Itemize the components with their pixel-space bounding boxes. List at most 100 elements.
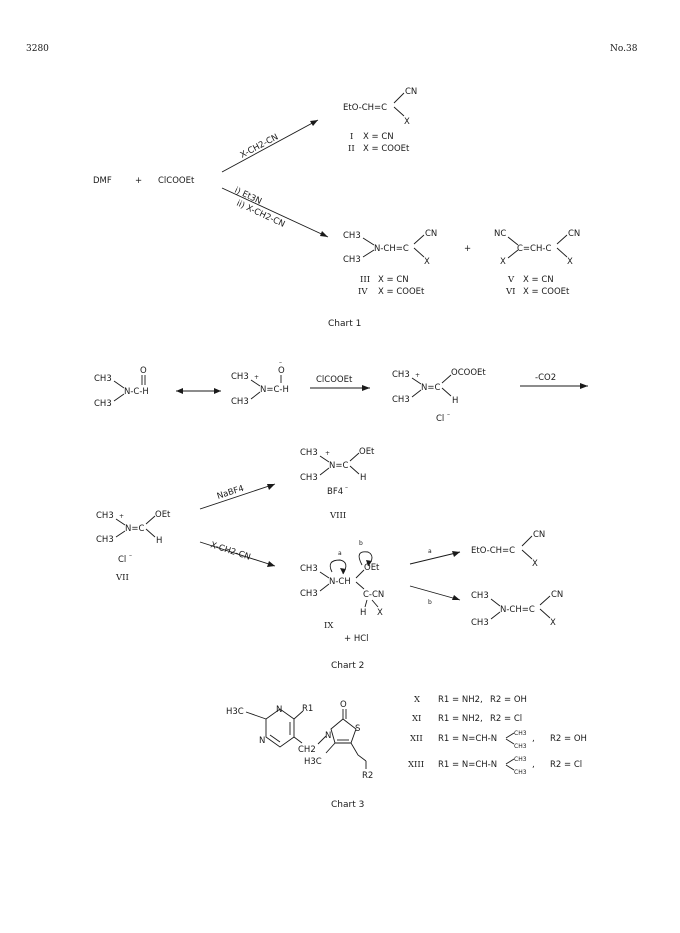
arrowhead (340, 568, 346, 574)
viii-core: N=C (329, 461, 348, 471)
arrowhead (267, 561, 275, 567)
bond (364, 599, 368, 608)
curved-arrow-a (329, 559, 347, 575)
ethyl-chain (350, 742, 367, 762)
upper-arrowhead (310, 120, 318, 126)
minus-charge: – (129, 552, 132, 559)
compound-label-ix: IX (324, 621, 334, 631)
definition-iv: X = COOEt (378, 287, 425, 297)
methyl-upper: CH3 (514, 756, 527, 763)
methylene-ch2: CH2 (298, 745, 316, 755)
reagent-xch2cn: X-CH2-CN (209, 540, 252, 562)
issue-number: No.38 (610, 44, 638, 54)
x-group: X (424, 257, 430, 267)
reactant-dmf: DMF (93, 176, 112, 186)
methyl-lower: CH3 (514, 769, 527, 776)
bond (507, 249, 519, 259)
methyl-upper: CH3 (231, 372, 249, 382)
ring-nitrogen: N (325, 731, 331, 741)
pathway-a-arrow (409, 551, 461, 565)
pathway-label-b: b (359, 540, 363, 547)
oxygen: O (278, 366, 285, 376)
methyl-lower: CH3 (300, 589, 318, 599)
bond (393, 92, 405, 104)
row-r2: R2 = Cl (490, 714, 522, 724)
x-group: X (404, 117, 410, 127)
arrowhead (452, 551, 460, 557)
resonance-arrowhead-left (176, 388, 183, 394)
ring-nitrogen: N (276, 705, 282, 715)
vii-core: N=C (125, 524, 144, 534)
row-r1: R1 = N=CH-N (438, 760, 497, 770)
cn-group: CN (533, 530, 545, 540)
reagent-clcooet: ClCOOEt (316, 375, 353, 385)
compound-label-i: I (350, 132, 353, 142)
definition-ii: X = COOEt (363, 144, 410, 154)
bond (355, 581, 365, 590)
row-label: X (414, 695, 421, 705)
minus-charge: – (447, 411, 450, 418)
bond (411, 377, 422, 385)
methyl-upper: CH3 (343, 231, 361, 241)
product-a: EtO-CH=C (471, 546, 515, 556)
bond (505, 732, 515, 739)
bond (539, 608, 551, 619)
bond (319, 571, 330, 579)
oet-group: OEt (155, 510, 171, 520)
tetrafluoroborate-anion: BF4 (327, 487, 343, 497)
nc-group: NC (494, 229, 506, 239)
methyl-upper: CH3 (471, 591, 489, 601)
bond (349, 452, 360, 462)
methyl-lower: CH3 (231, 397, 249, 407)
c-cn-group: C-CN (363, 590, 384, 600)
compound-label-iii: III (360, 275, 370, 285)
ring-sulfur: S (355, 724, 360, 734)
x-group: X (500, 257, 506, 267)
x-group: X (550, 618, 556, 628)
bond (505, 764, 515, 771)
bond (411, 389, 422, 398)
methyl-upper: CH3 (392, 370, 410, 380)
bond (441, 387, 452, 397)
definition-vi: X = COOEt (523, 287, 570, 297)
double-bond (269, 734, 281, 743)
lower-arrowhead (320, 231, 328, 237)
oet-group: OEt (359, 447, 375, 457)
bond (355, 569, 365, 579)
upper-reaction-arrow (221, 119, 319, 173)
bond (319, 467, 330, 476)
arrowhead (452, 595, 460, 600)
x-group: X (532, 559, 538, 569)
cn-group: CN (568, 229, 580, 239)
x-group: X (567, 257, 573, 267)
co2-loss: -CO2 (535, 373, 556, 383)
definition-iii: X = CN (378, 275, 409, 285)
curved-arrow-b (358, 551, 373, 567)
ococoet-group: OCOOEt (451, 368, 486, 378)
bond (113, 380, 125, 389)
bond (325, 742, 336, 754)
bond (317, 735, 327, 745)
methyl-lower: CH3 (471, 618, 489, 628)
bond (362, 249, 375, 258)
oxygen: O (140, 366, 147, 376)
bond (145, 528, 156, 538)
product-i-ii: EtO-CH=C (343, 103, 387, 113)
bond (113, 393, 125, 402)
compound-label-viii: VIII (329, 511, 346, 521)
compound-label-iv: IV (358, 287, 368, 297)
lower-reaction-arrow (221, 187, 329, 238)
pathway-label-a: a (338, 550, 342, 557)
carbonyl-oxygen: O (340, 700, 347, 710)
compound-label-vii: VII (115, 573, 129, 583)
bond (490, 598, 501, 607)
chart-1: DMF + ClCOOEt X-CH2-CN i) Et3N ii) X-CH2… (93, 87, 580, 329)
bond (349, 465, 360, 475)
methyl-lower: CH3 (514, 743, 527, 750)
row-r1: R1 = N=CH-N (438, 734, 497, 744)
pathway-b-arrow (409, 585, 461, 601)
bond (393, 106, 405, 117)
row-label: XI (412, 714, 421, 724)
bond (521, 549, 533, 560)
bond (505, 738, 515, 745)
